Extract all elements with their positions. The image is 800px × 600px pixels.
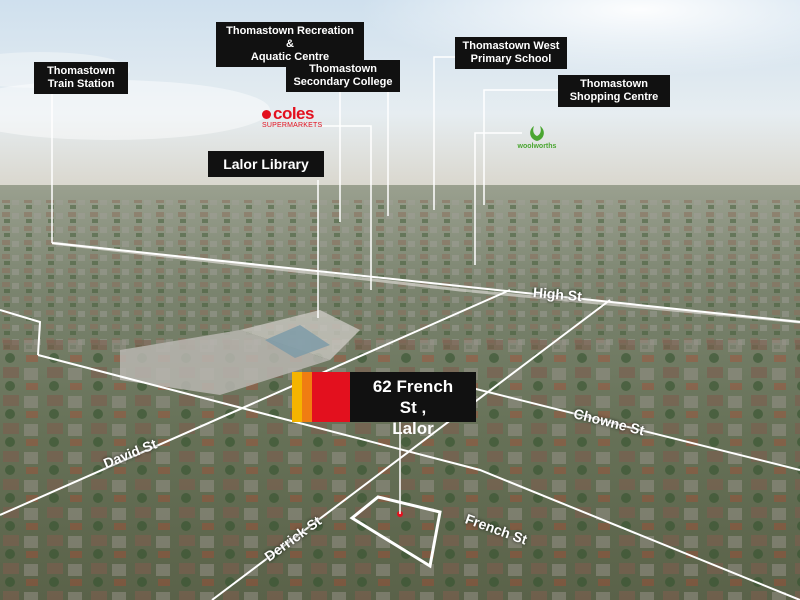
property-address-marker: 62 French St , Lalor: [292, 372, 476, 438]
brand-stripes: [292, 372, 350, 422]
stripe: [312, 372, 350, 422]
label-line: Train Station: [47, 78, 115, 90]
label-line: Lalor Library: [223, 156, 309, 172]
label-line: Shopping Centre: [569, 91, 659, 103]
label-train-station: Thomastown Train Station: [34, 62, 128, 94]
property-address: 62 French St , Lalor: [350, 372, 476, 438]
stripe: [302, 372, 312, 422]
label-shopping-centre: Thomastown Shopping Centre: [558, 75, 670, 107]
address-line-1: 62 French St ,: [372, 377, 454, 417]
label-line: Thomastown West: [462, 40, 560, 52]
stripe: [292, 372, 302, 422]
woolworths-logo: woolworths: [516, 124, 558, 151]
coles-dot-icon: [262, 109, 271, 119]
woolworths-wordmark: woolworths: [517, 143, 557, 150]
label-west-primary: Thomastown West Primary School: [455, 37, 567, 69]
coles-subtitle: SUPERMARKETS: [262, 122, 323, 129]
label-secondary-college: Thomastown Secondary College: [286, 60, 400, 92]
coles-logo: coles SUPERMARKETS: [262, 104, 324, 130]
address-line-2: Lalor: [392, 419, 434, 438]
label-line: Thomastown: [47, 65, 115, 77]
label-line: Secondary College: [293, 76, 393, 88]
label-line: Primary School: [470, 53, 552, 65]
label-line: Thomastown Recreation &: [226, 25, 354, 50]
label-line: Thomastown: [580, 78, 648, 90]
woolworths-leaf-icon: [530, 126, 544, 141]
label-recreation-centre: Thomastown Recreation & Aquatic Centre: [216, 22, 364, 67]
label-line: Thomastown: [309, 63, 377, 75]
coles-wordmark: coles: [273, 104, 314, 123]
label-lalor-library: Lalor Library: [208, 151, 324, 177]
